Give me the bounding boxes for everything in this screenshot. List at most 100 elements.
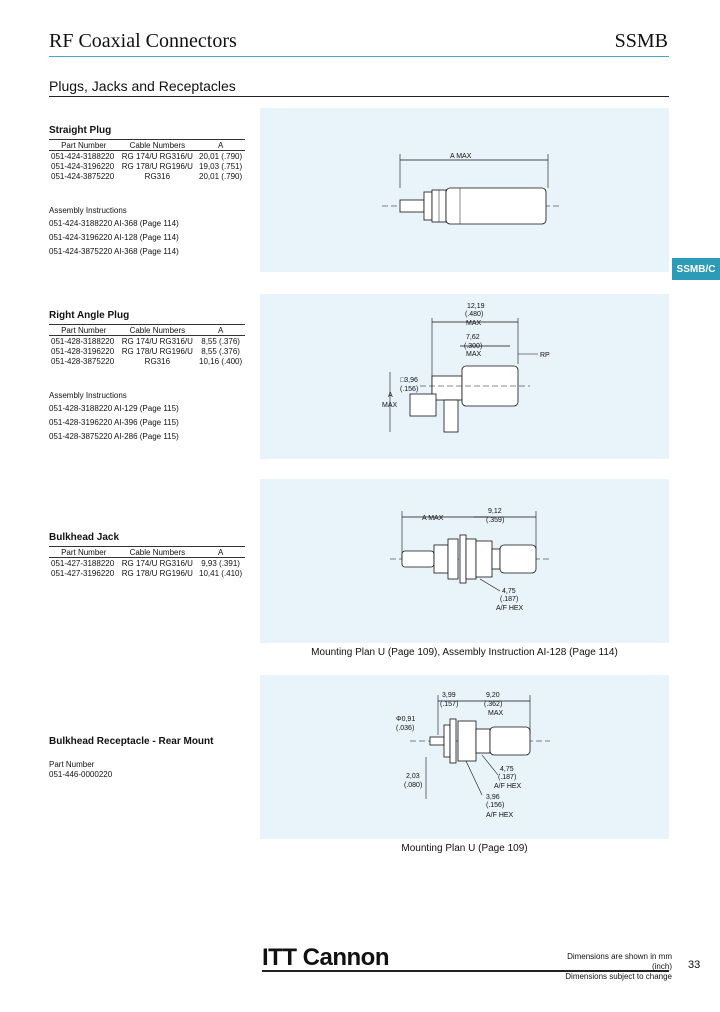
bulkhead-receptacle-caption: Mounting Plan U (Page 109) xyxy=(401,843,528,854)
part-number: 051-428-3188220 xyxy=(51,336,115,346)
cable-numbers: RG316 xyxy=(144,171,171,181)
hex-label: A/F HEX xyxy=(496,605,524,612)
hex-label: (.187) xyxy=(500,596,518,603)
footer-note-line: Dimensions are shown in mm (inch) xyxy=(567,952,672,971)
dim-label: MAX xyxy=(466,320,482,327)
col-header: Part Number xyxy=(49,139,119,151)
dim-label: 7,62 xyxy=(466,334,480,341)
hex-label: 4,75 xyxy=(502,588,516,595)
hex-label: A/F HEX xyxy=(486,812,514,819)
page-number: 33 xyxy=(688,959,701,971)
col-header: Part Number xyxy=(49,546,119,558)
part-number: 051-424-3196220 xyxy=(51,161,115,171)
cable-numbers: RG 174/U RG316/U xyxy=(121,151,193,161)
col-header: Cable Numbers xyxy=(118,139,197,151)
phi-label: (.036) xyxy=(396,725,414,732)
assembly-title: Assembly Instructions xyxy=(49,206,127,215)
bulkhead-jack-diagram: A MAX 9,12 (.359) 4,75 (.187) A/F HEX xyxy=(390,508,550,612)
dim-a: 20,01 (.790) xyxy=(199,171,243,181)
straight-plug-title: Straight Plug xyxy=(49,125,112,136)
bulkhead-jack-title: Bulkhead Jack xyxy=(49,532,120,543)
assembly-line: 051-424-3875220 AI-368 (Page 114) xyxy=(49,247,179,256)
part-number: 051-427-3196220 xyxy=(51,568,115,578)
col-header: A xyxy=(196,546,245,558)
section-subtitle: Plugs, Jacks and Receptacles xyxy=(49,78,236,94)
part-number: 051-424-3875220 xyxy=(51,171,115,181)
part-number: 051-446-0000220 xyxy=(49,770,113,779)
table-row: 051-428-3188220 RG 174/U RG316/U 8,55 (.37… xyxy=(49,336,245,347)
a-label: A xyxy=(388,392,393,399)
cable-numbers: RG 174/U RG316/U xyxy=(121,336,193,346)
dim-label: (.157) xyxy=(440,701,458,708)
dim-label: (.359) xyxy=(486,517,504,524)
right-angle-plug-title: Right Angle Plug xyxy=(49,310,130,321)
dim-label: 12,19 xyxy=(467,303,485,310)
assembly-line: 051-424-3196220 AI-128 (Page 114) xyxy=(49,233,179,242)
dim-a: 20,01 (.790) xyxy=(199,151,243,161)
footer-note: Dimensions are shown in mm (inch) Dimens… xyxy=(560,952,672,982)
col-header: A xyxy=(196,139,245,151)
cable-numbers: RG316 xyxy=(144,356,171,366)
part-number: 051-428-3875220 xyxy=(51,356,115,366)
square-label: □3,96 xyxy=(400,377,418,384)
hex-label: A/F HEX xyxy=(494,783,522,790)
col-header: Cable Numbers xyxy=(118,546,197,558)
right-angle-plug-diagram: 12,19 (.480) MAX 7,62 (.300) MAX RP □3,9… xyxy=(382,303,550,433)
col-header: Part Number xyxy=(49,324,119,336)
part-number: 051-424-3188220 xyxy=(51,151,115,161)
side-tab[interactable]: SSMB/C xyxy=(672,258,720,280)
dim-label: MAX xyxy=(466,351,482,358)
header-rule xyxy=(49,56,669,57)
dim-label: (.080) xyxy=(404,782,422,789)
itt-cannon-logo: ITT Cannon xyxy=(262,944,389,971)
table-row: 051-428-3875220 RG316 10,16 (.400) xyxy=(49,356,245,366)
dim-label: (.480) xyxy=(465,311,483,318)
straight-plug-diagram: A MAX xyxy=(382,153,560,225)
a-max-label: A MAX xyxy=(422,515,444,522)
dim-a: 10,41 (.410) xyxy=(199,568,243,578)
bulkhead-receptacle-diagram-panel: 3,99 (.157) 9,20 (.362) MAX Φ0,91 (.036)… xyxy=(260,675,669,839)
dim-a: 19,03 (.751) xyxy=(199,161,243,171)
cable-numbers: RG 174/U RG316/U xyxy=(121,558,193,568)
dim-a: 10,16 (.400) xyxy=(199,356,243,366)
assembly-line: 051-428-3188220 AI-129 (Page 115) xyxy=(49,404,179,413)
col-header: Cable Numbers xyxy=(118,324,197,336)
bulkhead-jack-diagram-panel: A MAX 9,12 (.359) 4,75 (.187) A/F HEX xyxy=(260,479,669,643)
part-number: 051-427-3188220 xyxy=(51,558,115,568)
hex-label: (.187) xyxy=(498,774,516,781)
cable-numbers: RG 178/U RG196/U xyxy=(121,346,193,356)
assembly-title: Assembly Instructions xyxy=(49,391,127,400)
assembly-line: 051-428-3875220 AI-286 (Page 115) xyxy=(49,432,179,441)
dim-label: 3,99 xyxy=(442,692,456,699)
subtitle-rule xyxy=(49,96,669,97)
square-label: (.156) xyxy=(400,386,418,393)
table-row: 051-427-3196220 RG 178/U RG196/U 10,41 (.4… xyxy=(49,568,245,578)
col-header: A xyxy=(196,324,245,336)
series-name: SSMB xyxy=(614,30,668,52)
phi-label: Φ0,91 xyxy=(396,716,415,723)
hex-label: 4,75 xyxy=(500,766,514,773)
dim-label: (.362) xyxy=(484,701,502,708)
dim-a: 8,55 (.376) xyxy=(201,336,240,346)
assembly-line: 051-428-3196220 AI-396 (Page 115) xyxy=(49,418,179,427)
part-number-label: Part Number xyxy=(49,760,95,769)
part-number: 051-428-3196220 xyxy=(51,346,115,356)
hex-label: 3,96 xyxy=(486,794,500,801)
footer-note-line: Dimensions subject to change xyxy=(565,972,672,981)
table-row: 051-427-3188220 RG 174/U RG316/U 9,93 (.39… xyxy=(49,558,245,569)
assembly-line: 051-424-3188220 AI-368 (Page 114) xyxy=(49,219,179,228)
straight-plug-diagram-panel: A MAX xyxy=(260,108,669,272)
dim-label: MAX xyxy=(488,710,504,717)
cable-numbers: RG 178/U RG196/U xyxy=(121,568,193,578)
dim-a: 9,93 (.391) xyxy=(201,558,240,568)
hex-label: (.156) xyxy=(486,802,504,809)
rp-label: RP xyxy=(540,352,550,359)
bulkhead-receptacle-diagram: 3,99 (.157) 9,20 (.362) MAX Φ0,91 (.036)… xyxy=(396,692,550,819)
bulkhead-receptacle-title: Bulkhead Receptacle - Rear Mount xyxy=(49,736,214,747)
table-row: 051-424-3188220 RG 174/U RG316/U 20,01 (.7… xyxy=(49,151,245,162)
dim-label: 2,03 xyxy=(406,773,420,780)
